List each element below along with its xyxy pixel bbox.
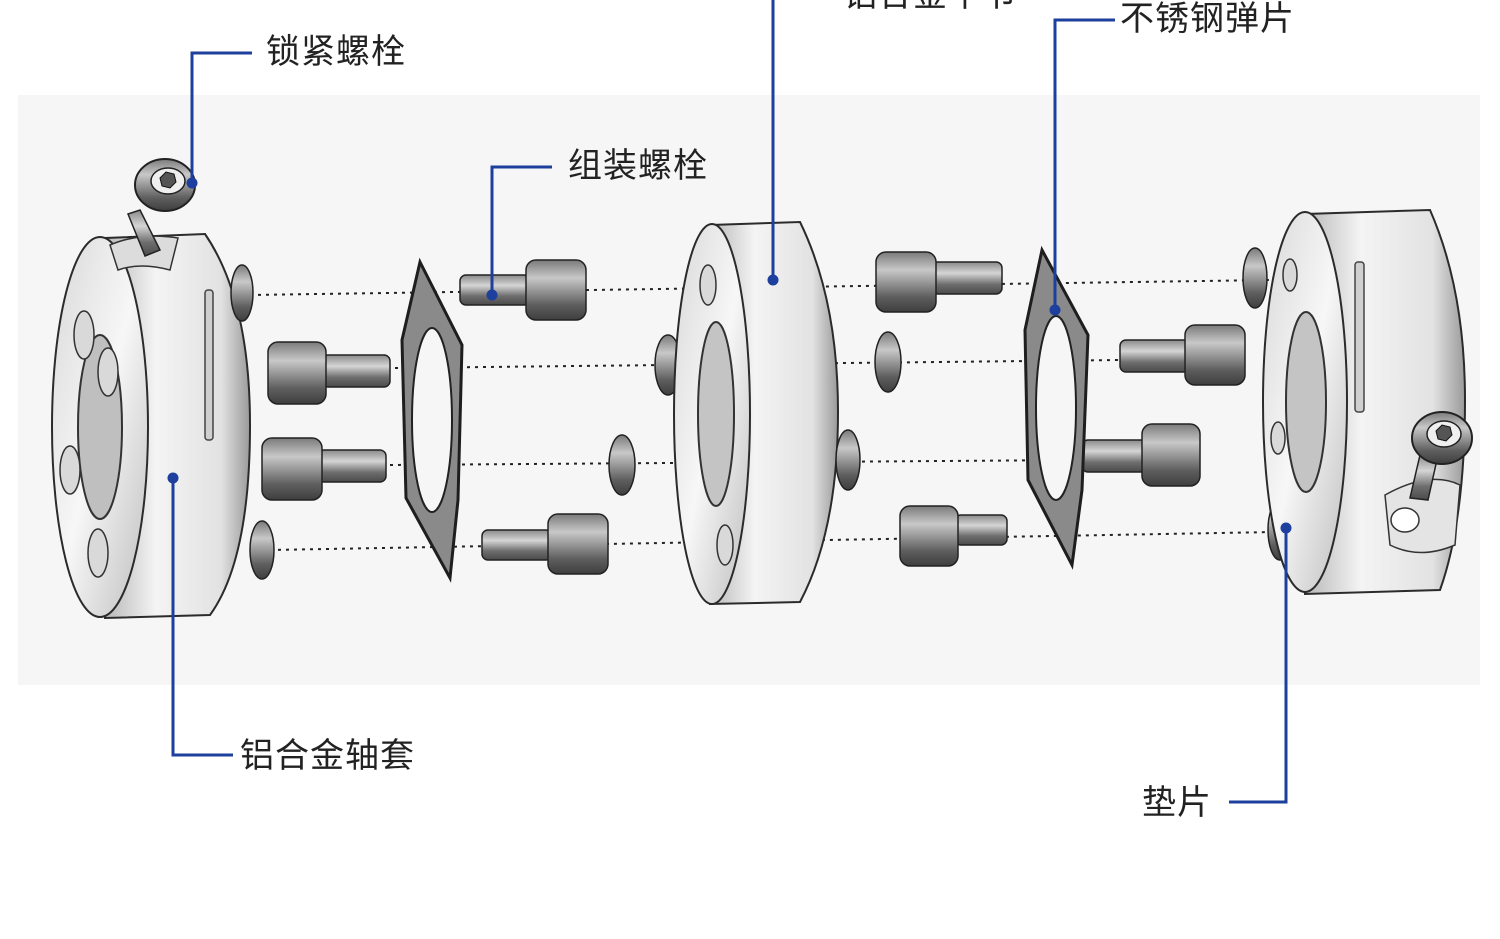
left-assembly-bolts [261,259,609,575]
right-assembly-bolts [874,251,1246,567]
center-aluminum-block [673,220,861,606]
label-assembly-bolt: 组装螺栓 [568,146,708,186]
label-hub: 铝合金轴套 [240,736,415,776]
right-aluminum-hub [1262,208,1467,596]
left-washers [230,264,275,580]
left-aluminum-hub [51,232,252,620]
leader-lines [171,0,1288,804]
right-spring-plate [1023,245,1090,570]
right-lock-bolt [1409,411,1473,501]
label-washer: 垫片 [1142,783,1212,823]
left-lock-bolt [127,158,196,257]
label-lock-bolt: 锁紧螺栓 [266,32,406,72]
label-center-block: 铝合金中节 [843,0,1018,12]
left-spring-plate [400,257,464,583]
label-spring-plate: 不锈钢弹片 [1120,0,1295,39]
leader-dots [167,177,1292,534]
